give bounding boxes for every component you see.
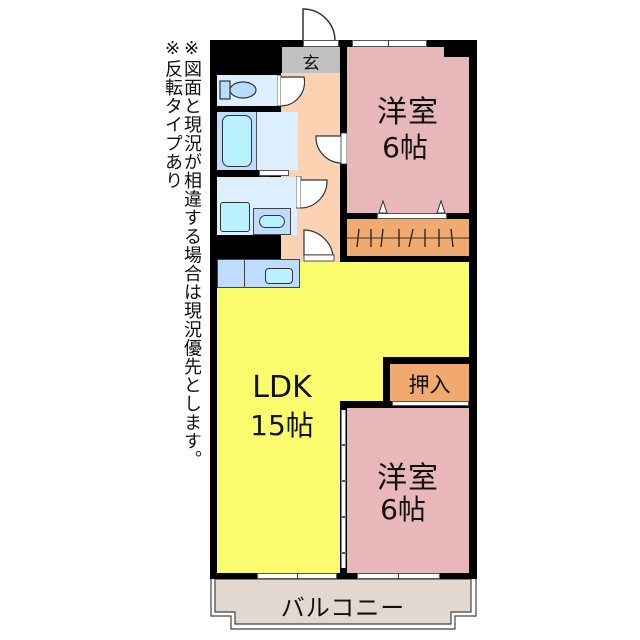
bedroom-south-sliding-doors[interactable] (341, 410, 346, 568)
bedroom-south-top-wall (340, 401, 392, 408)
entrance-door-icon (302, 8, 336, 42)
bedroom-north-label: 洋室 (377, 95, 439, 130)
closet-door-arrows-icon (378, 199, 446, 214)
pillar (444, 47, 469, 57)
ldk-size: 15帖 (250, 409, 314, 442)
bedroom-south-label: 洋室 (377, 461, 439, 496)
room-entrance: 玄 (282, 47, 340, 74)
washbasin-counter (253, 208, 291, 235)
window-divider (297, 573, 298, 579)
kitchen-sink-icon (265, 268, 293, 284)
room-ldk-mid (217, 357, 383, 407)
hanging-rod-icon (347, 228, 469, 248)
toilet-door-icon (277, 75, 305, 107)
oshiire-label: 押入 (408, 373, 451, 397)
bathtub-icon (222, 115, 252, 167)
bathroom-door (259, 170, 289, 176)
room-ldk-bottom (217, 407, 340, 573)
ldk-door-icon (303, 229, 335, 262)
washbasin-icon (259, 215, 285, 228)
bedroom-north-size: 6帖 (382, 131, 428, 164)
washing-machine-icon (220, 202, 250, 232)
note-discrepancy: ※図面と現況が相違する場合は現況優先とします。 (181, 38, 202, 469)
washroom-door-icon (296, 176, 328, 209)
room-oshiire: 押入 (390, 364, 469, 401)
room-bedroom-north: 洋室 6帖 (347, 47, 469, 213)
balcony-outline (210, 579, 477, 630)
note-reversed-type: ※反転タイプあり (162, 38, 183, 190)
balcony-label: バルコニー (280, 594, 406, 622)
oshiire-sliding-doors (392, 401, 469, 406)
closet-north (347, 219, 469, 256)
ldk-label: LDK (252, 370, 312, 405)
window-divider (388, 40, 389, 47)
counter-divider (244, 260, 245, 287)
room-bedroom-south: 洋室 6帖 (347, 408, 469, 573)
bedroom-south-size: 6帖 (380, 493, 426, 526)
toilet-icon (219, 80, 257, 100)
window-divider (398, 573, 399, 579)
room-washroom (217, 177, 297, 235)
bedroom-north-window (352, 40, 427, 47)
room-toilet (217, 75, 278, 106)
room-bathroom (217, 112, 298, 170)
closet-sliding-doors (377, 213, 447, 219)
kitchen-counter (217, 259, 300, 288)
entrance-door-opening (303, 40, 339, 47)
entrance-label: 玄 (302, 54, 320, 74)
